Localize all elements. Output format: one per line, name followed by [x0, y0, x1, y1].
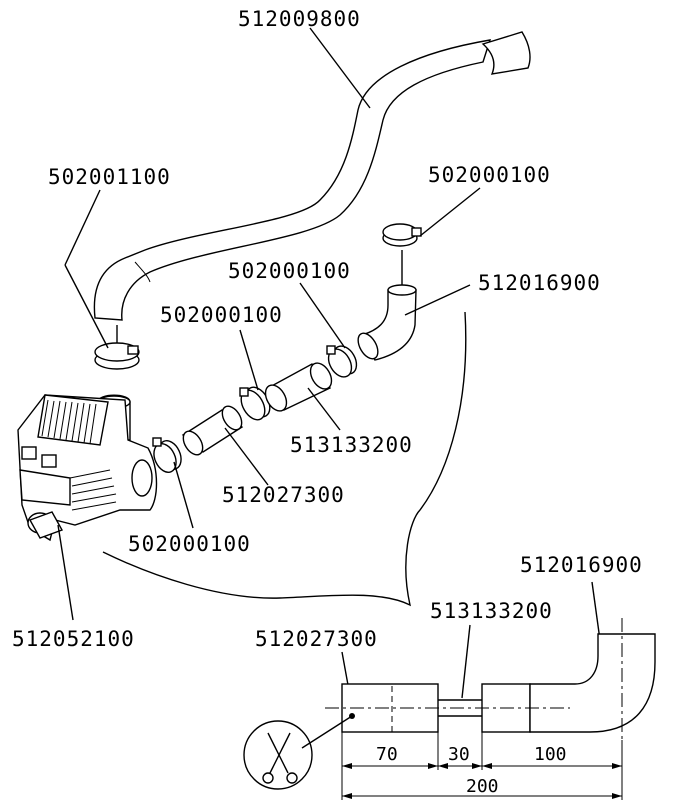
dim-100: 100 — [534, 744, 567, 765]
hose-clamp-left-upper — [94, 325, 140, 370]
detail-label-tube-short: 512027300 — [255, 627, 378, 651]
hose-clamp-right-top — [382, 223, 422, 247]
detail-label-elbow: 512016900 — [520, 553, 643, 577]
label-mid-clamp-left: 502000100 — [160, 303, 283, 327]
part-labels: 512009800 502001100 502000100 502000100 … — [12, 7, 601, 651]
label-right-top-clamp: 502000100 — [428, 163, 551, 187]
label-tube-short: 512027300 — [222, 483, 345, 507]
label-top-hose: 512009800 — [238, 7, 361, 31]
elbow-hose — [357, 250, 417, 361]
tube-middle — [264, 362, 333, 412]
label-left-clamp: 502001100 — [48, 165, 171, 189]
label-tube-mid: 513133200 — [290, 433, 413, 457]
detail-elbow — [529, 633, 656, 733]
label-pump: 512052100 — [12, 627, 135, 651]
drain-hose-long — [93, 31, 531, 321]
dim-30: 30 — [448, 744, 470, 765]
hose-clamp-upper-middle — [326, 345, 358, 378]
assembly-detail: 512016900 513133200 512027300 — [243, 553, 656, 800]
label-elbow: 512016900 — [478, 271, 601, 295]
detail-label-tube-mid: 513133200 — [430, 599, 553, 623]
label-mid-clamp-upper: 502000100 — [228, 259, 351, 283]
tube-short — [181, 405, 244, 456]
leader-lines — [57, 27, 481, 621]
detail-callout-bubble — [102, 311, 467, 607]
dim-200: 200 — [466, 776, 499, 797]
hose-clamp-pump — [152, 437, 182, 473]
label-bottom-clamp: 502000100 — [128, 532, 251, 556]
scissors-icon — [243, 720, 313, 790]
drain-pump — [17, 394, 158, 542]
dim-70: 70 — [376, 744, 398, 765]
hose-clamp-middle — [239, 386, 271, 421]
